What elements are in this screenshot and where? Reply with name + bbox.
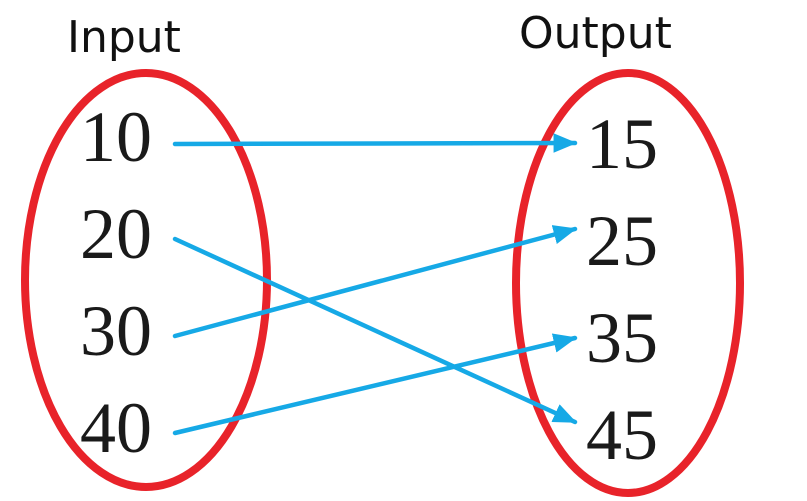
input-value-40: 40 [80, 388, 152, 468]
arrow-20-to-45 [172, 236, 578, 425]
arrow-30-to-25 [172, 225, 578, 339]
output-value-15: 15 [586, 104, 658, 184]
output-heading: Output [519, 8, 672, 59]
output-value-45: 45 [586, 395, 658, 475]
output-value-35: 35 [586, 298, 658, 378]
arrow-10-to-15 [172, 133, 578, 153]
input-value-10: 10 [80, 97, 152, 177]
input-value-30: 30 [80, 291, 152, 371]
output-value-25: 25 [586, 201, 658, 281]
input-value-20: 20 [80, 194, 152, 274]
arrow-40-to-35 [172, 333, 578, 436]
arrow-group [172, 133, 578, 436]
input-heading: Input [67, 12, 181, 63]
output-oval [512, 69, 744, 497]
